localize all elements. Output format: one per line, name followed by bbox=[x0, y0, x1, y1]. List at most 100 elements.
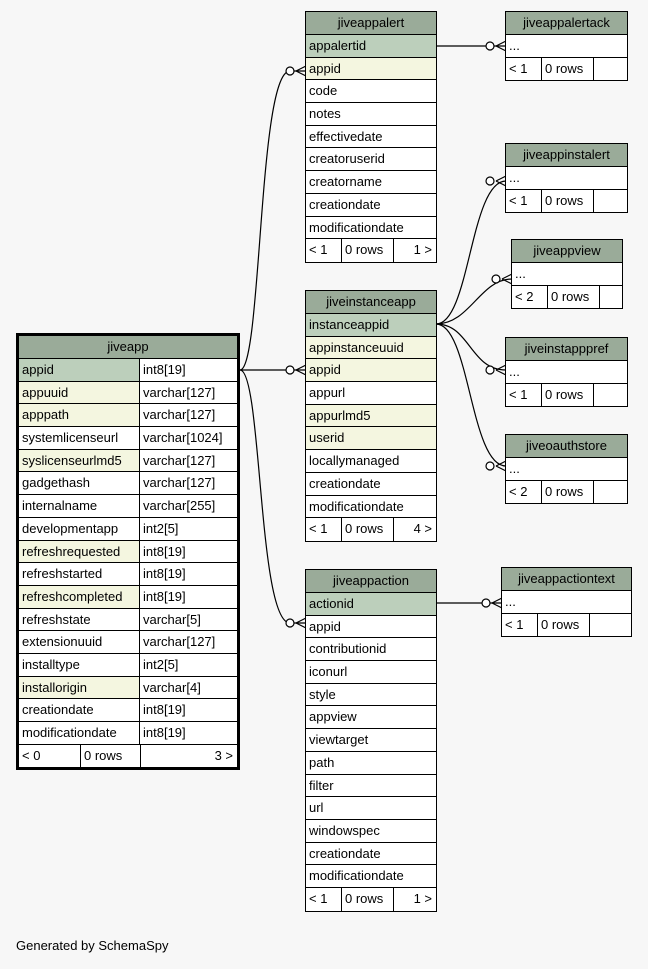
column-row[interactable]: creatoruserid bbox=[306, 148, 436, 172]
column-row[interactable]: appview bbox=[306, 706, 436, 730]
column-name: effectivedate bbox=[309, 128, 383, 144]
column-row[interactable]: windowspec bbox=[306, 820, 436, 843]
column-row[interactable]: ... bbox=[506, 35, 627, 58]
column-row[interactable]: actionid bbox=[306, 593, 436, 616]
column-row[interactable]: appalertid bbox=[306, 35, 436, 58]
crowfoot bbox=[295, 65, 307, 77]
link-jiveinstanceapp-jiveinstapppref bbox=[435, 323, 507, 371]
column-row[interactable]: viewtarget bbox=[306, 729, 436, 752]
column-row[interactable]: modificationdate bbox=[306, 865, 436, 888]
column-row[interactable]: effectivedate bbox=[306, 126, 436, 149]
column-row[interactable]: url bbox=[306, 797, 436, 820]
column-row[interactable]: ... bbox=[506, 361, 627, 384]
column-row[interactable]: creationdate bbox=[306, 473, 436, 496]
column-row[interactable]: instanceappid bbox=[306, 314, 436, 337]
column-row[interactable]: modificationdate bbox=[306, 496, 436, 519]
column-row[interactable]: style bbox=[306, 684, 436, 707]
column-name: creationdate bbox=[309, 475, 381, 491]
table-header: jiveappview bbox=[512, 240, 622, 263]
column-name: modificationdate bbox=[309, 868, 404, 884]
column-type: int8[19] bbox=[139, 540, 237, 563]
footer-children: 1 > bbox=[413, 890, 432, 906]
column-row[interactable]: appurlmd5 bbox=[306, 404, 436, 428]
link-jiveapp-jiveappalert bbox=[239, 70, 306, 371]
column-name: url bbox=[309, 800, 324, 816]
column-name: windowspec bbox=[309, 822, 380, 838]
column-row[interactable]: ... bbox=[506, 167, 627, 190]
column-row[interactable]: filter bbox=[306, 775, 436, 798]
column-row[interactable]: appid bbox=[306, 616, 436, 639]
column-row[interactable]: creationdate bbox=[306, 843, 436, 866]
column-row[interactable]: ... bbox=[502, 591, 631, 614]
crowfoot-circle bbox=[285, 365, 295, 375]
column-type: varchar[127] bbox=[139, 381, 237, 404]
column-name: contributionid bbox=[309, 641, 387, 657]
crowfoot bbox=[495, 460, 507, 472]
column-name: creatoruserid bbox=[309, 151, 385, 167]
column-row[interactable]: iconurl bbox=[306, 661, 436, 684]
crowfoot bbox=[495, 364, 507, 376]
column-name: style bbox=[309, 686, 336, 702]
column-row[interactable]: userid bbox=[306, 427, 436, 451]
column-row[interactable]: appinstanceuuid bbox=[306, 336, 436, 360]
column-row[interactable]: creatorname bbox=[306, 171, 436, 194]
footer-children bbox=[594, 384, 627, 407]
column-row[interactable]: modificationdate bbox=[306, 217, 436, 240]
column-row[interactable]: notes bbox=[306, 103, 436, 126]
footer-parents: < 1 bbox=[306, 518, 342, 541]
column-type: int8[19] bbox=[139, 699, 237, 721]
column-row[interactable]: ... bbox=[506, 458, 627, 481]
column-name: ... bbox=[509, 461, 520, 476]
column-name: appuuid bbox=[19, 381, 139, 404]
column-name: systemlicenseurl bbox=[22, 430, 119, 446]
column-name: appid bbox=[19, 359, 139, 381]
column-row[interactable]: ... bbox=[512, 263, 622, 286]
column-name: apppath bbox=[19, 404, 139, 427]
footer-parents: < 1 bbox=[506, 189, 542, 213]
column-row[interactable]: appurl bbox=[306, 382, 436, 405]
column-name: ... bbox=[509, 364, 520, 379]
column-row[interactable]: path bbox=[306, 752, 436, 775]
footer-parents: < 0 bbox=[19, 744, 81, 768]
column-row[interactable]: appid bbox=[306, 359, 436, 383]
column-row[interactable]: contributionid bbox=[306, 638, 436, 662]
crowfoot bbox=[295, 617, 307, 629]
column-row[interactable]: creationdate bbox=[306, 194, 436, 217]
column-name: appinstanceuuid bbox=[306, 336, 436, 359]
column-name: modificationdate bbox=[22, 725, 117, 740]
footer-children bbox=[594, 190, 627, 213]
column-row[interactable]: appid bbox=[306, 57, 436, 81]
column-row[interactable]: locallymanaged bbox=[306, 450, 436, 473]
link-jiveinstanceapp-jiveappview bbox=[435, 278, 513, 325]
column-row[interactable]: code bbox=[306, 80, 436, 104]
